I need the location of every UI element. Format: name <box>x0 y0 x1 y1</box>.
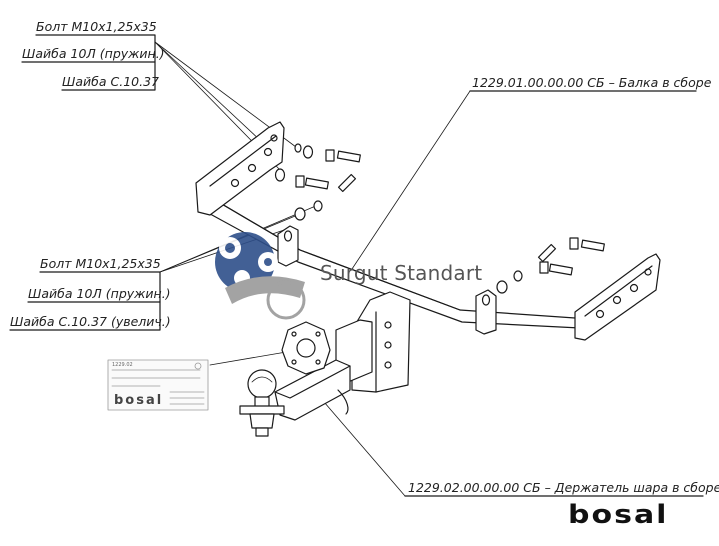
watermark-gears <box>215 232 306 320</box>
left-tab <box>277 225 299 267</box>
info-plate <box>107 359 209 411</box>
right-bracket <box>574 253 661 341</box>
label-mid-bolt: Болт М10х1,25х35 <box>40 256 161 271</box>
top-label-underlines <box>21 34 156 91</box>
plate-brand: bosal <box>114 393 164 408</box>
plate-code: 1229.02 <box>112 362 133 368</box>
tow-ball <box>239 369 285 437</box>
label-top-washer: Шайба С.10.37 <box>62 74 159 89</box>
label-top-bolt: Болт М10х1,25х35 <box>36 19 157 34</box>
ball-holder-arm <box>274 359 351 421</box>
socket-plate <box>281 321 331 375</box>
label-mid-washer-spring: Шайба 10Л (пружин.) <box>28 286 171 301</box>
right-tab <box>475 289 497 335</box>
left-bracket <box>195 121 285 216</box>
label-top-washer-spring: Шайба 10Л (пружин.) <box>22 46 165 61</box>
top-fasteners <box>274 143 361 221</box>
right-fasteners <box>496 237 605 294</box>
watermark-text: Surgut Standart <box>320 261 483 285</box>
label-beam-assembly: 1229.01.00.00.00 СБ – Балка в сборе <box>472 75 712 90</box>
label-ball-holder-assembly: 1229.02.00.00.00 СБ – Держатель шара в с… <box>408 480 719 495</box>
label-mid-washer: Шайба С.10.37 (увелич.) <box>10 314 171 329</box>
brand-logo: bosal <box>568 500 669 530</box>
